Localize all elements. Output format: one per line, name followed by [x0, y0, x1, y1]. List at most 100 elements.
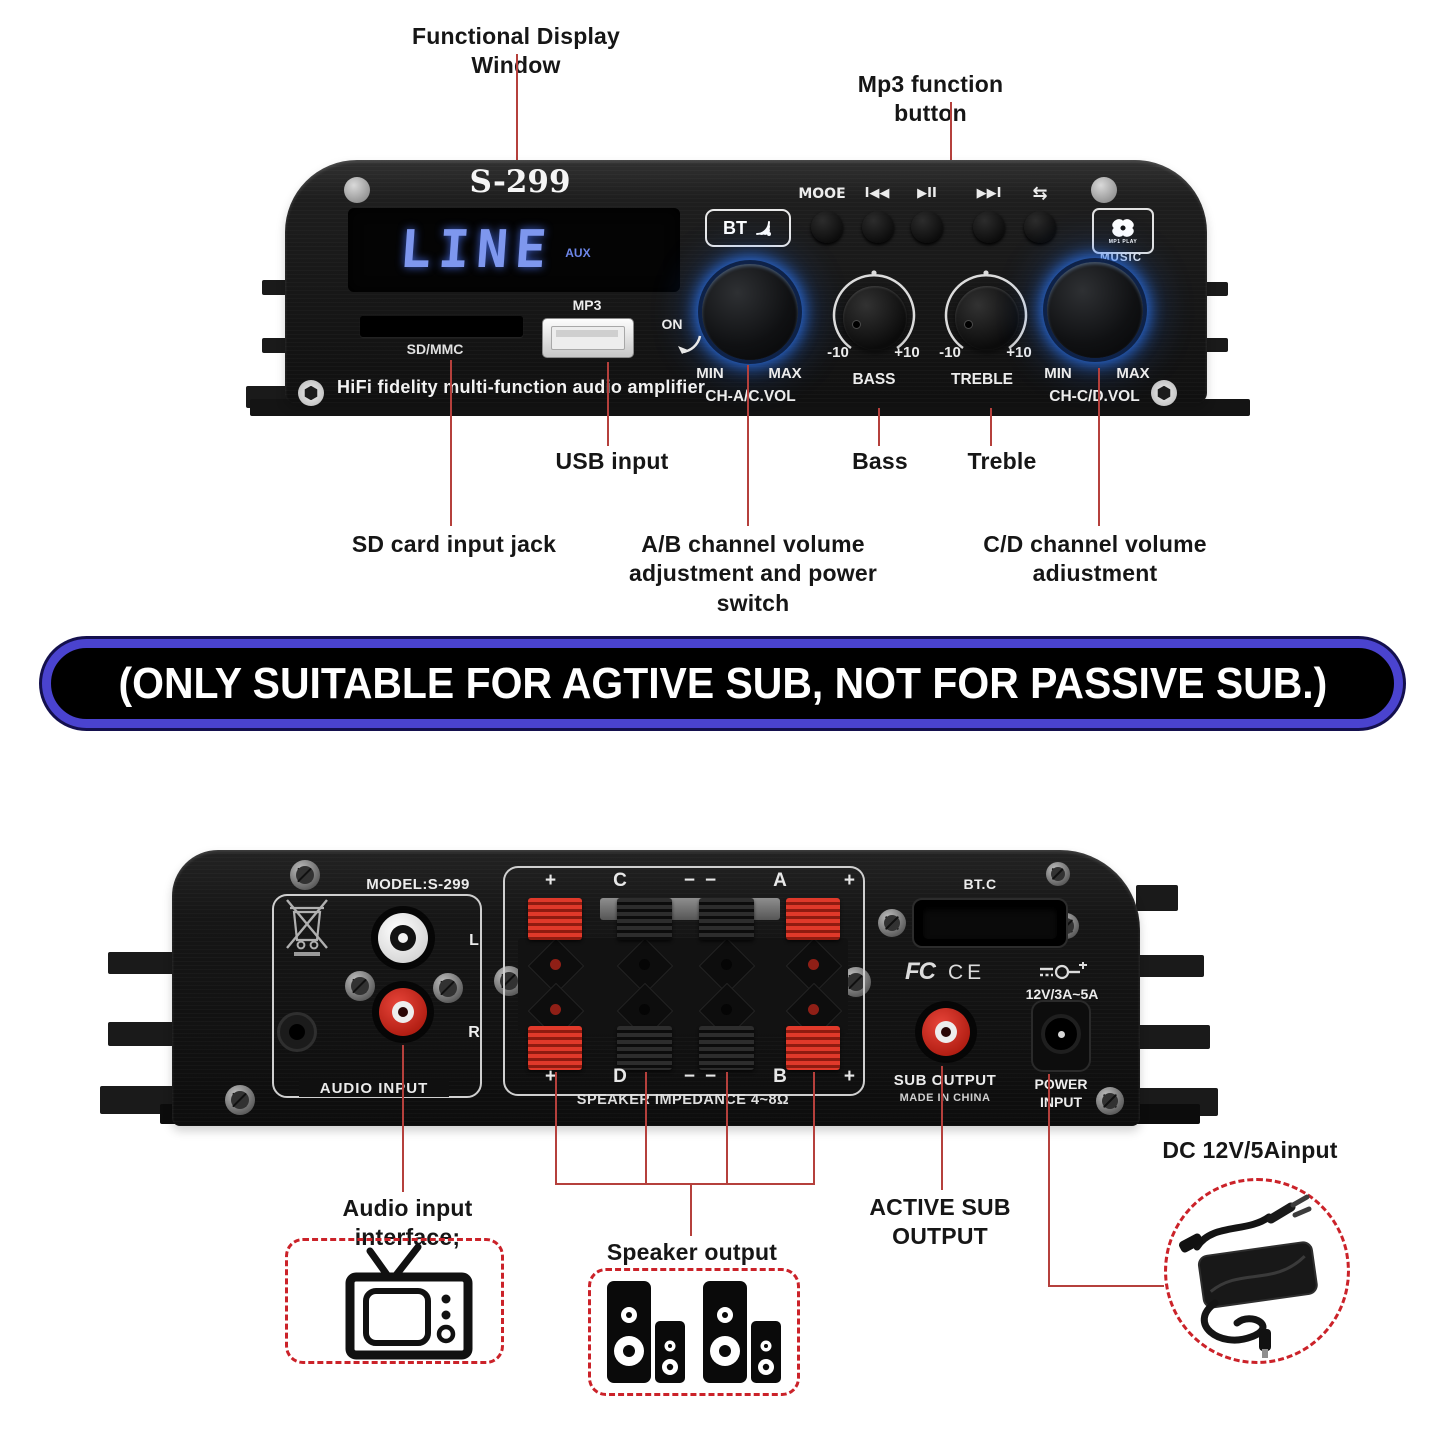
- mp3-play-text: MP1 PLAY: [1108, 239, 1138, 245]
- heatsink-fin: [1200, 282, 1228, 296]
- transport-button: [973, 211, 1005, 243]
- usb-port-inner: [551, 326, 625, 350]
- rca-white-pin: [398, 933, 408, 943]
- heatsink-fin: [1136, 1025, 1210, 1049]
- callout-active-sub: ACTIVE SUB OUTPUT: [869, 1194, 1011, 1250]
- usb-pin-strip: [556, 330, 618, 337]
- callout-line-audio: [402, 1045, 404, 1192]
- callout-line-speaker1: [555, 1072, 557, 1185]
- terminal-letter: D: [613, 1066, 627, 1087]
- sub-hole: [941, 1027, 951, 1037]
- callout-line-speaker-join: [555, 1183, 815, 1185]
- callout-audio-input: Audio input interface;: [342, 1195, 473, 1251]
- transport-button: [811, 211, 843, 243]
- terminal-sign: +: [545, 870, 557, 891]
- disc-icon: [1112, 219, 1134, 237]
- terminal-clip-black: [617, 1026, 672, 1070]
- screw-icon: [345, 971, 375, 1001]
- callout-line-ab: [747, 365, 749, 526]
- model-name: S-299: [469, 164, 571, 200]
- screw-icon: [1151, 380, 1177, 406]
- terminal-label-b: − B +: [705, 1066, 855, 1088]
- terminal-sign: −: [705, 1066, 717, 1087]
- adapter-dashed-circle: [1164, 1178, 1350, 1364]
- callout-treble: Treble: [967, 448, 1037, 474]
- btc-label: BT.C: [963, 876, 997, 892]
- callout-sd-card: SD card input jack: [351, 531, 557, 557]
- heatsink-fin: [108, 952, 178, 974]
- bass-min: -10: [827, 344, 849, 361]
- power-jack-pin: [1058, 1031, 1065, 1038]
- power-label-line2: INPUT: [1040, 1093, 1082, 1110]
- dc-rating-label: 12V/3A~5A: [1025, 986, 1099, 1002]
- terminal-sign: +: [843, 870, 855, 891]
- callout-line-usb: [607, 362, 609, 446]
- treble-scale-arc: [944, 270, 1028, 350]
- banner-text: (ONLY SUITABLE FOR AGTIVE SUB, NOT FOR P…: [118, 658, 1327, 708]
- weee-bin-icon: [286, 899, 328, 956]
- callout-cd-line2: adiustment: [1032, 560, 1158, 587]
- rca-white-ring: [378, 913, 428, 963]
- terminal-letter: B: [773, 1066, 787, 1087]
- bass-max: +10: [894, 344, 920, 361]
- bass-knob: [843, 286, 907, 350]
- callout-dc-input: DC 12V/5Ainput: [1162, 1137, 1338, 1163]
- sub-output-label: SUB OUTPUT: [893, 1072, 997, 1089]
- volume-knob-a: [702, 264, 798, 360]
- screw-icon: [433, 973, 463, 1003]
- power-input-label: POWER INPUT: [1022, 1076, 1100, 1111]
- terminal-letter: A: [773, 870, 787, 891]
- prev-icon: I◀◀: [864, 186, 890, 201]
- dc-polarity-icon: [1040, 962, 1087, 980]
- screw-icon: [1096, 1087, 1124, 1115]
- callout-line-power: [1048, 1074, 1050, 1287]
- aux-jack-hole: [289, 1024, 305, 1040]
- transport-button: [911, 211, 943, 243]
- terminal-clip-red: [528, 1026, 582, 1070]
- next-icon: ▶▶I: [976, 186, 1002, 201]
- loop-icon: ⇆: [1032, 183, 1048, 204]
- warning-banner: (ONLY SUITABLE FOR AGTIVE SUB, NOT FOR P…: [42, 639, 1403, 728]
- on-label: ON: [661, 316, 683, 332]
- terminal-clip-black: [699, 1026, 754, 1070]
- callout-display-window: Functional Display Window: [411, 23, 621, 78]
- audio-input-outline: [272, 894, 482, 1098]
- screw-icon: [344, 177, 370, 203]
- treble-min: -10: [939, 344, 961, 361]
- screw-icon: [878, 909, 906, 937]
- callout-cd-channel: C/D channel volume adiustment: [970, 530, 1220, 589]
- callout-line-sub: [941, 1066, 943, 1190]
- treble-label: TREBLE: [951, 371, 1013, 388]
- terminal-sign: −: [683, 870, 695, 891]
- callout-ab-line1: A/B channel volume: [641, 531, 865, 557]
- terminal-dot: [721, 959, 732, 970]
- callout-line-cd: [1098, 368, 1100, 526]
- transport-button: [1024, 211, 1056, 243]
- screw-icon: [298, 380, 324, 406]
- audio-source-dashed-box: [285, 1238, 504, 1364]
- callout-usb-input: USB input: [555, 448, 669, 474]
- treble-max: +10: [1006, 344, 1032, 361]
- callout-line-speaker-stem: [690, 1183, 692, 1236]
- usb-port: [542, 318, 634, 358]
- mp3-play-badge: MP1 PLAY: [1092, 208, 1154, 254]
- made-in-label: MADE IN CHINA: [899, 1092, 991, 1104]
- terminal-clip-black: [699, 898, 754, 940]
- rca-red-hole: [398, 1007, 408, 1017]
- callout-line-display: [516, 54, 518, 212]
- bt-badge: BT: [705, 209, 791, 247]
- sub-inner-ring: [935, 1021, 957, 1043]
- terminal-dot: [639, 1004, 650, 1015]
- right-channel-label: R: [468, 1024, 480, 1041]
- sd-card-slot: [360, 316, 523, 337]
- mode-label: MOOE: [798, 186, 846, 202]
- terminal-dot: [550, 959, 561, 970]
- fcc-mark: FC: [905, 958, 936, 985]
- bass-knob-marker: [852, 320, 861, 329]
- btc-slot-inner: [923, 907, 1057, 939]
- heatsink-fin: [1136, 885, 1178, 911]
- callout-line-mp3: [950, 102, 952, 206]
- rca-white-hole: [390, 925, 416, 951]
- callout-line-bass: [878, 408, 880, 446]
- callout-line-treble: [990, 408, 992, 446]
